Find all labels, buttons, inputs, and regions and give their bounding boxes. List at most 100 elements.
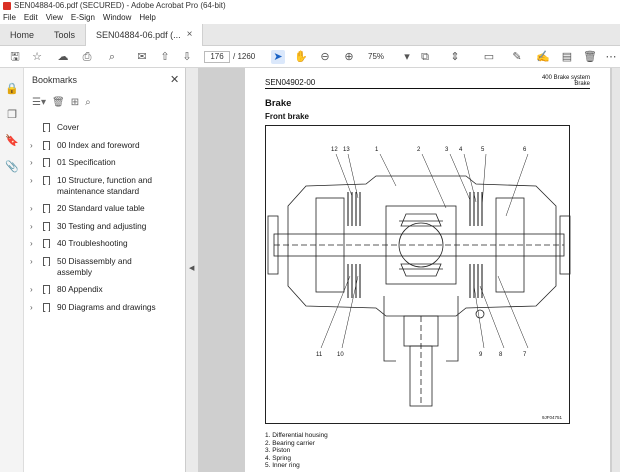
previous-page-icon[interactable]: ⇧ — [160, 51, 170, 63]
fit-page-icon[interactable]: ⧉ — [421, 51, 429, 63]
bookmark-item[interactable]: › 90 Diagrams and drawings — [24, 302, 184, 313]
bookmark-item[interactable]: › 80 Appendix — [24, 284, 184, 295]
acrobat-app-icon — [3, 2, 11, 10]
bookmark-flag-icon — [43, 140, 50, 150]
callout-label: 13 — [343, 147, 350, 153]
bookmark-label: 40 Troubleshooting — [57, 238, 128, 248]
select-cursor-icon[interactable]: ➤ — [271, 50, 285, 64]
chevron-right-icon[interactable]: › — [30, 140, 33, 150]
main-toolbar: 🖫 ☆ ☁ ⎙ ⌕ ✉ ⇧ ⇩ 176 / 1260 ➤ ✋ ⊖ ⊕ 75% ▾… — [0, 46, 620, 68]
bookmark-options-icon[interactable]: ☰▾ — [32, 97, 46, 108]
bookmarks-panel-icon[interactable]: 🔖 — [5, 135, 19, 147]
chevron-right-icon[interactable]: › — [30, 239, 33, 248]
attachments-icon[interactable]: 📎 — [5, 161, 19, 173]
bookmark-item[interactable]: › 20 Standard value table — [24, 203, 184, 214]
callout-label: 9 — [479, 352, 483, 358]
callout-label: 5 — [481, 147, 485, 153]
new-bookmark-icon[interactable]: ⊞ — [70, 97, 80, 108]
hand-tool-icon[interactable]: ✋ — [294, 51, 308, 63]
bookmark-label: 20 Standard value table — [57, 203, 145, 213]
save-icon[interactable]: 🖫 — [10, 51, 20, 63]
callout-label: 6 — [523, 147, 527, 153]
callout-label: 2 — [417, 147, 421, 153]
bookmark-label: 01 Specification — [57, 157, 116, 167]
zoom-dropdown-chevron-icon[interactable]: ▾ — [404, 51, 410, 63]
menu-file[interactable]: File — [3, 13, 16, 22]
comment-icon[interactable]: ▭ — [483, 51, 495, 63]
bookmark-item[interactable]: ›Cover — [24, 122, 184, 133]
bookmark-item[interactable]: ›30 Testing and adjusting — [24, 221, 184, 232]
bookmark-label: Cover — [57, 122, 80, 132]
callout-label: 8 — [499, 352, 503, 358]
document-view[interactable]: SEN04902-00 400 Brake system Brake Brake… — [198, 68, 620, 472]
bookmark-flag-icon — [43, 158, 50, 167]
callout-label: 11 — [316, 352, 323, 358]
lock-icon[interactable]: 🔒 — [5, 83, 19, 95]
tab-tools[interactable]: Tools — [54, 30, 76, 40]
tab-document-label: SEN04884-06.pdf (... — [96, 30, 181, 40]
delete-icon[interactable]: 🗑 — [583, 51, 597, 63]
mail-icon[interactable]: ✉ — [137, 51, 147, 63]
tab-document[interactable]: SEN04884-06.pdf (... × — [85, 24, 204, 46]
menu-view[interactable]: View — [45, 13, 63, 22]
zoom-select[interactable]: 75% — [368, 52, 385, 61]
upload-cloud-icon[interactable]: ☁ — [57, 51, 69, 63]
bookmark-label: 10 Structure, function and maintenance s… — [57, 174, 153, 196]
bookmark-label: 80 Appendix — [57, 284, 103, 294]
subsection-title: Front brake — [265, 112, 310, 121]
figure-id: 9JF04751 — [542, 415, 563, 420]
highlight-pen-icon[interactable]: ✎ — [512, 51, 522, 63]
collapse-panel-icon[interactable]: ◀ — [189, 265, 195, 272]
chevron-right-icon[interactable]: › — [30, 256, 33, 266]
delete-bookmark-icon[interactable]: 🗑 — [51, 97, 65, 108]
chevron-right-icon[interactable]: › — [30, 221, 33, 231]
next-page-icon[interactable]: ⇩ — [182, 51, 192, 63]
sign-icon[interactable]: ✍ — [536, 51, 550, 63]
bookmark-label: 90 Diagrams and drawings — [57, 301, 156, 312]
more-tools-icon[interactable]: ⋯ — [605, 51, 617, 63]
scroll-mode-icon[interactable]: ⇕ — [450, 51, 460, 63]
zoom-search-icon[interactable]: ⌕ — [108, 51, 116, 63]
chevron-right-icon[interactable]: › — [30, 158, 33, 167]
menu-help[interactable]: Help — [139, 13, 156, 22]
vertical-scrollbar[interactable] — [612, 68, 620, 472]
navigation-rail: 🔒 ❐ 🔖 📎 — [0, 68, 24, 472]
callout-label: 3 — [445, 147, 449, 153]
bookmark-label: 50 Disassembly and assembly — [57, 255, 132, 277]
page-total: / 1260 — [233, 52, 256, 61]
bookmark-item[interactable]: › 10 Structure, function and maintenance … — [24, 175, 184, 197]
bookmark-flag-icon — [43, 302, 50, 312]
panel-splitter[interactable]: ◀ — [186, 68, 198, 472]
menu-window[interactable]: Window — [102, 13, 132, 22]
zoom-out-icon[interactable]: ⊖ — [320, 51, 330, 63]
header-chapter: 400 Brake system — [541, 75, 590, 81]
callout-label: 1 — [375, 147, 379, 153]
section-title: Brake — [265, 98, 292, 109]
bookmark-item[interactable]: ›00 Index and foreword — [24, 140, 184, 151]
bookmark-star-icon[interactable]: ☆ — [32, 51, 42, 63]
chevron-right-icon[interactable]: › — [30, 175, 33, 185]
chevron-right-icon[interactable]: › — [30, 204, 33, 213]
page-number-input[interactable]: 176 — [204, 51, 230, 63]
bookmark-item[interactable]: › 40 Troubleshooting — [24, 238, 184, 249]
close-panel-icon[interactable]: ✕ — [170, 74, 180, 86]
chevron-right-icon[interactable]: › — [30, 302, 33, 312]
tab-home[interactable]: Home — [10, 30, 35, 40]
chevron-right-icon[interactable]: › — [30, 285, 33, 294]
callout-label: 12 — [331, 147, 338, 153]
menu-esign[interactable]: E-Sign — [70, 13, 95, 22]
close-tab-icon[interactable]: × — [186, 29, 193, 40]
bookmark-flag-icon — [43, 285, 50, 294]
menu-edit[interactable]: Edit — [23, 13, 38, 22]
tab-bar: Home Tools SEN04884-06.pdf (... × — [0, 24, 620, 46]
fill-sign-icon[interactable]: ▤ — [561, 51, 573, 63]
print-icon[interactable]: ⎙ — [82, 51, 92, 63]
bookmark-item[interactable]: › 01 Specification — [24, 157, 184, 168]
zoom-in-icon[interactable]: ⊕ — [344, 51, 354, 63]
find-bookmark-icon[interactable]: ⌕ — [85, 97, 91, 108]
bookmarks-tools: ☰▾ 🗑 ⊞ ⌕ — [32, 97, 91, 111]
page-thumbnails-icon[interactable]: ❐ — [7, 109, 17, 121]
bookmark-item[interactable]: › 50 Disassembly and assembly — [24, 256, 184, 278]
legend-item: 3. Piston — [265, 447, 291, 455]
